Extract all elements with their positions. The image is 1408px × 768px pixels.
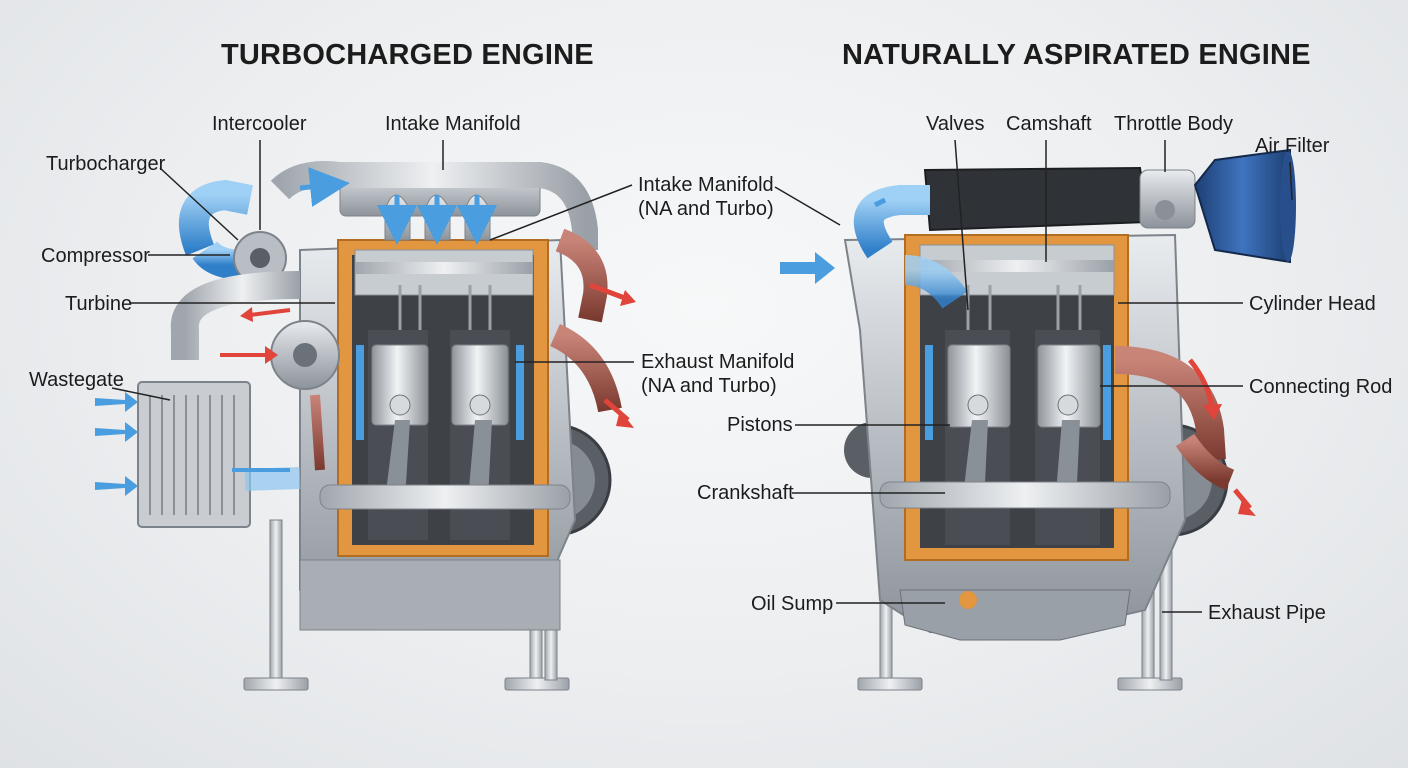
label-connecting-rod: Connecting Rod [1249,376,1393,398]
label-air-filter: Air Filter [1255,135,1330,157]
label-throttle-body: Throttle Body [1114,113,1233,135]
label-pistons: Pistons [727,414,793,436]
label-cylinder-head: Cylinder Head [1249,293,1376,315]
label-wastegate: Wastegate [29,369,124,391]
label-shared-intake-line2: (NA and Turbo) [638,198,774,220]
label-shared-exhaust-line2: (NA and Turbo) [641,375,777,397]
leader-lines [111,139,1293,613]
label-shared-exhaust-manifold: Exhaust Manifold (NA and Turbo) [641,350,794,398]
label-shared-intake-line1: Intake Manifold [638,174,774,196]
label-camshaft: Camshaft [1006,113,1092,135]
leader-valves [954,139,969,311]
label-turbine: Turbine [65,293,133,315]
label-exhaust-pipe: Exhaust Pipe [1208,602,1326,624]
leader-wastegate [111,387,171,401]
label-oil-sump: Oil Sump [751,593,834,615]
label-turbocharger: Turbocharger [46,153,166,175]
leader-turbocharger [159,167,239,241]
label-turbo-intake-manifold: Intake Manifold [385,113,521,135]
label-compressor: Compressor [41,245,150,267]
turbo-engine-title: TURBOCHARGED ENGINE [221,39,594,71]
label-shared-exhaust-line1: Exhaust Manifold [641,351,795,373]
turbo-engine-illustration [95,161,636,691]
na-engine-title: NATURALLY ASPIRATED ENGINE [842,39,1311,71]
leader-shared-intake [489,184,633,241]
label-crankshaft: Crankshaft [697,482,794,504]
leader-na-intake [774,186,841,226]
leader-air-filter [1289,161,1293,201]
label-shared-intake-manifold: Intake Manifold (NA and Turbo) [638,173,774,221]
na-engine-illustration [780,148,1296,691]
label-intercooler: Intercooler [212,113,307,135]
label-valves: Valves [926,113,985,135]
